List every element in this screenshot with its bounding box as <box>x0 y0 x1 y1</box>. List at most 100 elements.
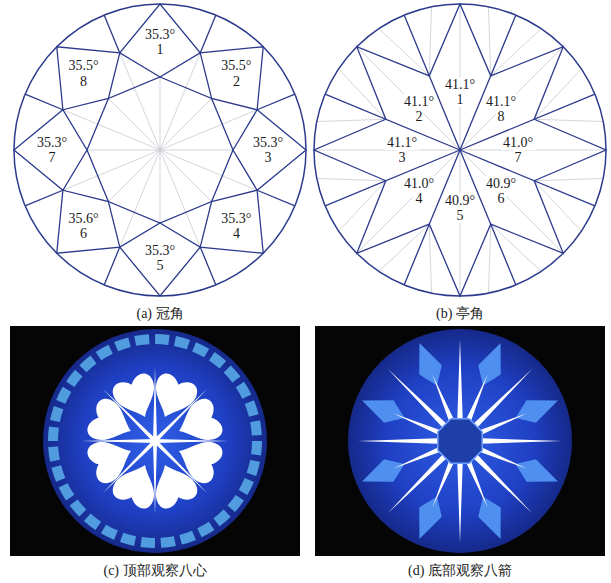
facet-line <box>160 150 233 151</box>
reflection-ring <box>53 339 257 543</box>
facet-line <box>534 69 581 119</box>
arrow-pattern <box>358 339 562 543</box>
facet-line <box>160 98 212 150</box>
facet-line <box>339 69 386 119</box>
facet-line <box>339 181 386 231</box>
main-facet-line <box>460 150 595 206</box>
reflection-patch <box>478 496 501 538</box>
facet-line <box>379 29 429 76</box>
kite-facet <box>120 223 200 296</box>
facet-number: 1 <box>155 42 166 57</box>
facet-line <box>488 7 490 76</box>
facet-angle: 41.1° <box>402 94 436 109</box>
kite-facet <box>57 47 120 110</box>
facet-line <box>429 224 431 293</box>
facet-line <box>317 178 386 180</box>
facet-line <box>87 150 160 151</box>
girdle-outline <box>14 4 306 296</box>
facet-line <box>534 178 603 180</box>
facet-line <box>491 29 541 76</box>
facet-angle: 35.3° <box>35 135 69 150</box>
hearts-photo <box>10 326 300 556</box>
upper-girdle-line <box>104 15 120 53</box>
facet-line <box>317 119 386 121</box>
facet-number: 2 <box>413 109 424 124</box>
facet-line <box>160 150 212 202</box>
facet-angle: 41.0° <box>501 135 535 150</box>
facet-angle: 35.5° <box>67 58 101 73</box>
facet-number: 5 <box>455 208 466 223</box>
upper-girdle-line <box>200 15 216 53</box>
kite-facet <box>233 110 306 190</box>
photo-background <box>315 326 605 556</box>
heart-pattern <box>85 432 139 487</box>
facet-line <box>108 98 160 150</box>
reflection-patch <box>419 496 442 538</box>
facet-number: 8 <box>496 109 507 124</box>
facet-number: 7 <box>513 150 524 165</box>
facet-number: 5 <box>155 258 166 273</box>
upper-girdle-line <box>104 247 120 285</box>
reflection-patch <box>419 343 442 385</box>
facet-angle: 35.3° <box>219 211 253 226</box>
diamond-photo <box>43 329 267 553</box>
kite-facet <box>57 190 120 253</box>
facet-number: 2 <box>231 74 242 89</box>
spoke-pattern <box>154 389 208 443</box>
facet-line <box>534 181 581 231</box>
facet-line <box>108 150 160 202</box>
facet-angle: 40.9° <box>484 176 518 191</box>
upper-girdle-line <box>25 94 63 110</box>
facet-line <box>160 110 257 150</box>
reflection-patch <box>478 343 501 385</box>
reflection-patch <box>362 459 404 482</box>
heart-pattern <box>110 371 165 425</box>
main-facet-line <box>404 150 460 285</box>
culet-octagon <box>438 419 482 463</box>
facet-number: 4 <box>413 191 424 206</box>
facet-number: 3 <box>263 150 274 165</box>
spoke-pattern <box>81 439 155 443</box>
facet-angle: 40.9° <box>443 193 477 208</box>
girdle-outline <box>314 4 606 296</box>
facet-line <box>460 47 563 150</box>
facet-angle: 41.1° <box>484 94 518 109</box>
reflection-patch <box>362 400 404 423</box>
facet-angle: 35.5° <box>219 58 253 73</box>
facet-line <box>534 119 603 121</box>
reflection-patch <box>515 459 557 482</box>
facet-line <box>160 150 161 223</box>
figure-caption: (b) 亭角 <box>436 306 484 321</box>
photo-background <box>10 326 300 556</box>
upper-girdle-line <box>200 247 216 285</box>
facet-line <box>488 224 490 293</box>
crown-view <box>14 4 306 296</box>
facet-number: 7 <box>46 150 57 165</box>
facet-angle: 41.1° <box>443 77 477 92</box>
facet-number: 1 <box>455 92 466 107</box>
diamond-photo <box>348 329 572 553</box>
spoke-pattern <box>153 441 157 515</box>
facet-line <box>429 7 431 76</box>
facet-line <box>63 150 160 190</box>
kite-facet <box>120 4 200 77</box>
facet-number: 6 <box>496 191 507 206</box>
figure-caption: (c) 顶部观察八心 <box>103 563 206 578</box>
upper-girdle-line <box>257 94 295 110</box>
facet-line <box>357 47 460 150</box>
reflection-patch <box>515 400 557 423</box>
facet-line <box>160 77 161 150</box>
figure-caption: (d) 底部观察八箭 <box>408 563 512 578</box>
facet-angle: 35.6° <box>67 211 101 226</box>
spoke-pattern <box>155 439 229 443</box>
facet-angle: 35.3° <box>251 135 285 150</box>
upper-girdle-line <box>257 190 295 206</box>
facet-line <box>491 224 541 271</box>
facet-number: 3 <box>397 150 408 165</box>
facet-angle: 35.3° <box>143 243 177 258</box>
facet-number: 4 <box>231 226 242 241</box>
facet-angle: 41.1° <box>385 135 419 150</box>
facet-line <box>379 224 429 271</box>
